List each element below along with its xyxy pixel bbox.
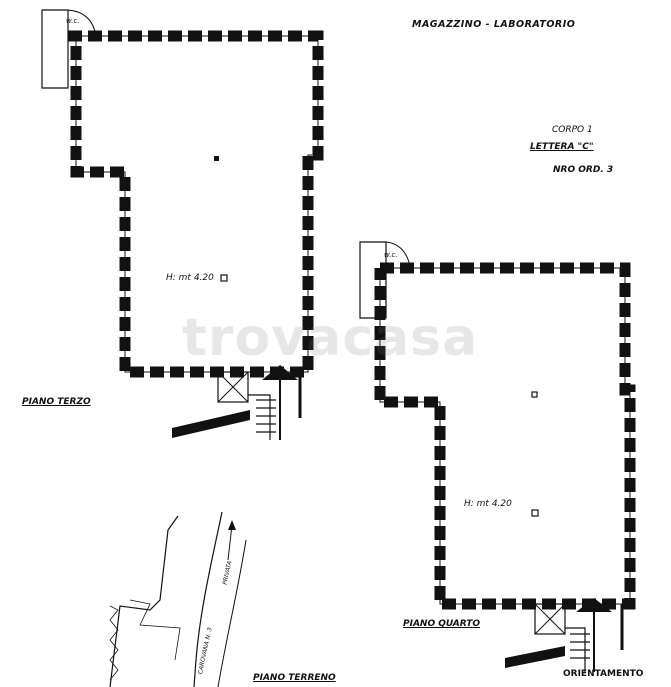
pillar-quarto-center (531, 391, 538, 398)
building-title: MAGAZZINO - LABORATORIO (412, 19, 576, 30)
orientation-arrow-terzo (262, 365, 298, 380)
plan-piano-terzo (41, 9, 324, 440)
stair-quarto (565, 627, 590, 672)
street-edge-1 (193, 511, 223, 687)
height-label-quarto: H: mt 4.20 (464, 499, 512, 509)
wc-label-quarto: w.c. (384, 251, 398, 259)
street-edge-2 (217, 539, 247, 687)
lettera-label: LETTERA "C" (530, 142, 594, 152)
access-ramp-quarto (505, 646, 565, 668)
site-outline (109, 515, 179, 687)
watermark: trovacasa (182, 308, 479, 368)
stair-terzo (248, 394, 276, 440)
stair-landing-terzo (217, 371, 249, 403)
floor-label-terreno: PIANO TERRENO (253, 673, 336, 683)
pillar-quarto-label (531, 509, 539, 517)
nro-ord-label: NRO ORD. 3 (553, 165, 614, 175)
wc-label-terzo: w.c. (66, 17, 80, 25)
orientation-label: ORIENTAMENTO (563, 669, 644, 679)
access-ramp-terzo (172, 410, 250, 438)
corpo-label: CORPO 1 (552, 125, 593, 135)
site-sketch-terreno (109, 511, 247, 687)
floor-label-quarto: PIANO QUARTO (403, 619, 481, 629)
pillar-terzo-center (214, 156, 219, 161)
wc-room-quarto (359, 241, 387, 319)
orientation-arrow-quarto (576, 598, 612, 612)
stair-landing-quarto (534, 603, 566, 635)
plan-piano-quarto (359, 241, 636, 672)
height-label-terzo: H: mt 4.20 (166, 273, 214, 283)
pillar-terzo-label (220, 274, 228, 282)
wc-room-terzo (41, 9, 69, 89)
floor-label-terzo: PIANO TERZO (22, 397, 91, 407)
